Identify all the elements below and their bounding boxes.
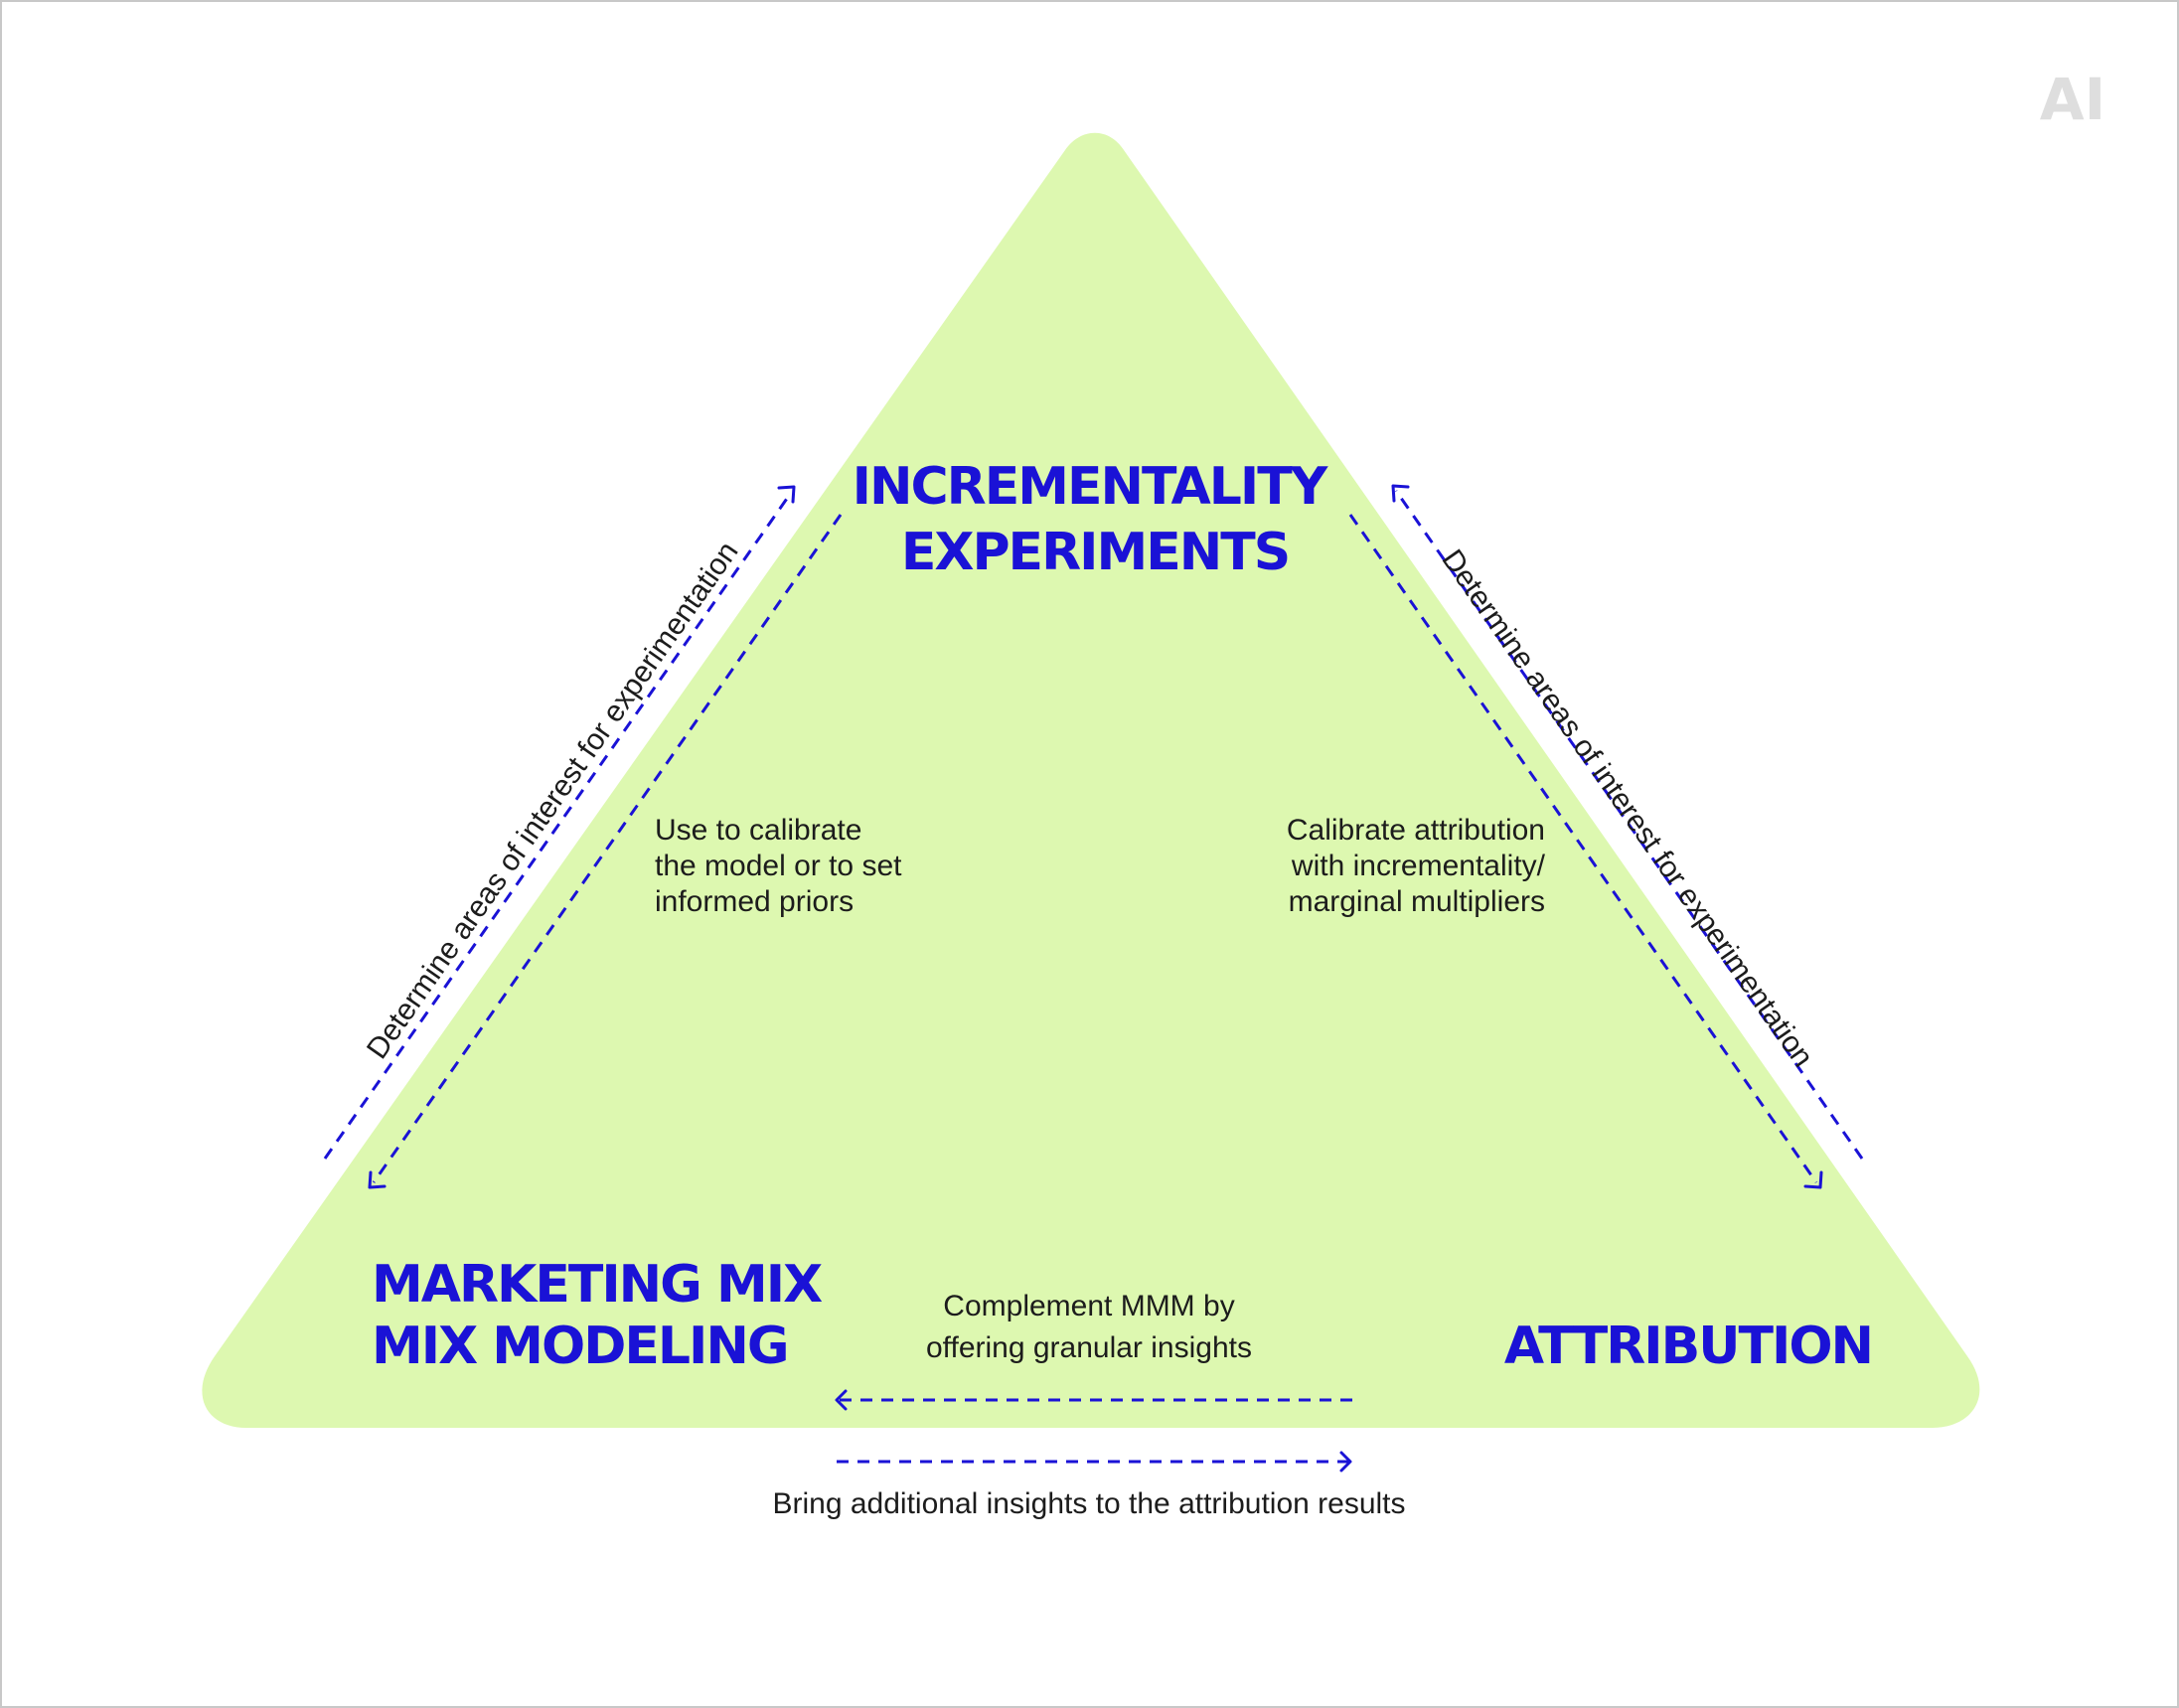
inner-left-line2: the model or to set	[655, 850, 902, 882]
node-incrementality-experiments: INCREMENTALITY EXPERIMENTS	[853, 457, 1331, 582]
outer-left-dashed-line	[323, 492, 793, 1160]
inner-right-text: Calibrate attribution with incrementalit…	[1287, 814, 1546, 918]
outer-bottom-arrowhead-icon	[1339, 1451, 1352, 1473]
node-left-line1: MARKETING MIX	[372, 1255, 823, 1315]
outer-bottom-label: Bring additional insights to the attribu…	[772, 1487, 1405, 1520]
inner-left-arrowhead-icon	[368, 1170, 387, 1189]
inner-bottom-arrowhead-icon	[835, 1389, 848, 1411]
triangle-shape	[202, 132, 1980, 1428]
inner-bottom-line2: offering granular insights	[926, 1331, 1252, 1364]
node-top-line2: EXPERIMENTS	[901, 523, 1289, 582]
inner-left-text: Use to calibrate the model or to set inf…	[655, 814, 902, 918]
inner-left-line1: Use to calibrate	[655, 814, 861, 847]
inner-right-line3: marginal multipliers	[1289, 885, 1545, 918]
inner-right-dashed-line	[1348, 514, 1818, 1183]
inner-bottom-line1: Complement MMM by	[943, 1290, 1234, 1322]
node-right-line1: ATTRIBUTION	[1504, 1317, 1872, 1376]
edge-inner-left	[368, 514, 843, 1189]
inner-left-line3: informed priors	[655, 885, 854, 918]
edge-inner-right	[1348, 514, 1823, 1189]
edge-inner-bottom	[835, 1389, 1352, 1411]
inner-bottom-text: Complement MMM by offering granular insi…	[926, 1290, 1252, 1364]
outer-left-arrowhead-icon	[777, 485, 796, 504]
node-top-line1: INCREMENTALITY	[853, 457, 1329, 517]
node-attribution: ATTRIBUTION	[1504, 1317, 1874, 1376]
outer-right-arrowhead-icon	[1391, 484, 1410, 503]
outer-right-dashed-line	[1394, 490, 1864, 1160]
brand-logo: AI	[2040, 66, 2105, 133]
node-marketing-mix-modeling: MARKETING MIX MIX MODELING	[372, 1255, 825, 1376]
inner-right-arrowhead-icon	[1803, 1170, 1823, 1189]
node-left-line2: MIX MODELING	[372, 1317, 788, 1376]
inner-right-line2: with incrementality/	[1291, 850, 1546, 882]
inner-left-dashed-line	[372, 514, 843, 1183]
edge-outer-bottom: Bring additional insights to the attribu…	[772, 1451, 1406, 1520]
inner-right-line1: Calibrate attribution	[1287, 814, 1545, 847]
